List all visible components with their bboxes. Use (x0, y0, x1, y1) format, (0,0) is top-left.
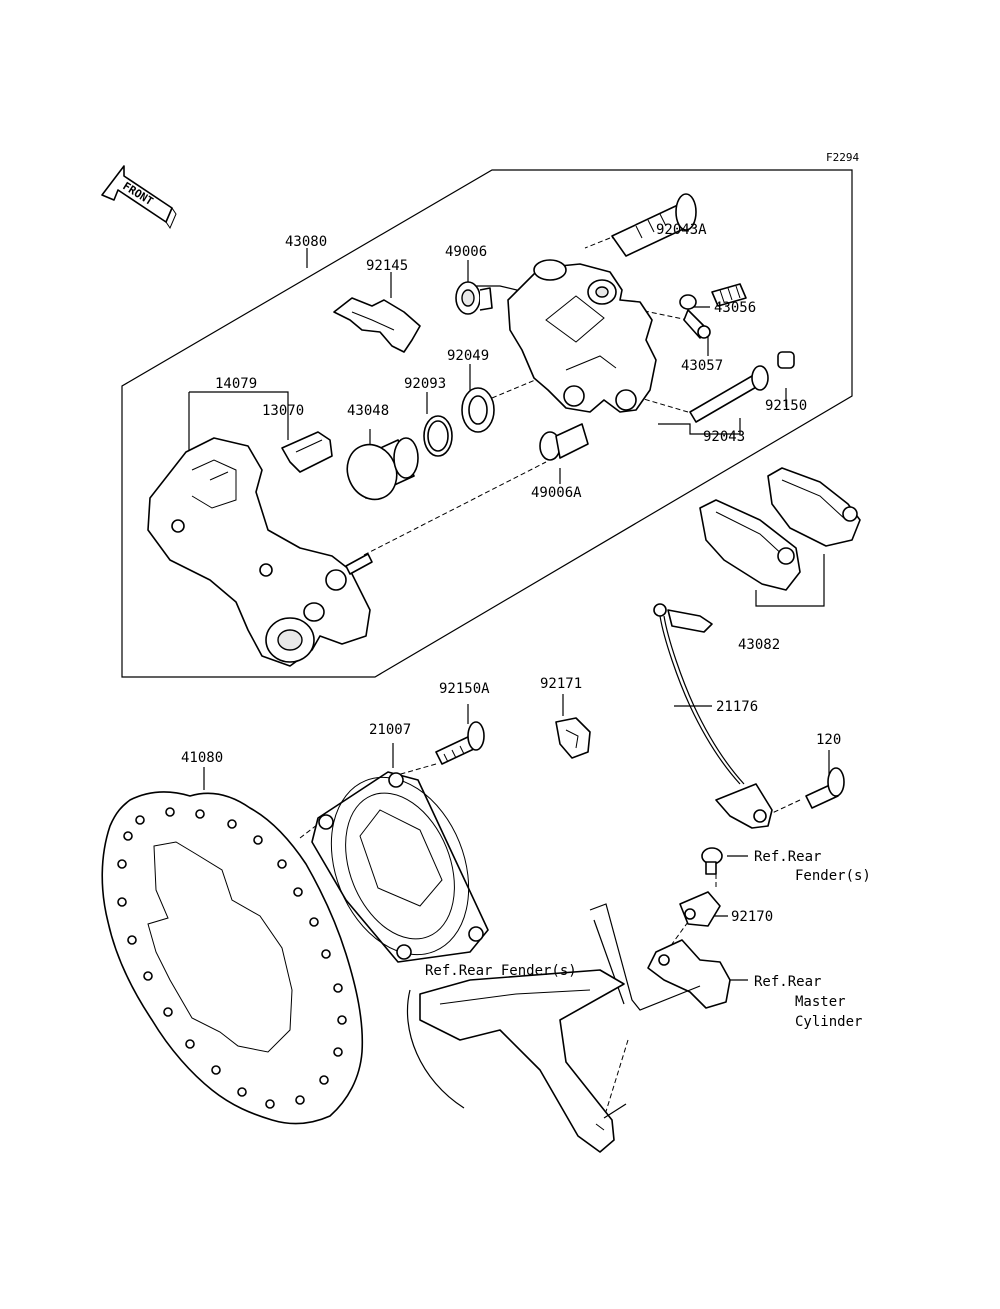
label-49006: 49006 (445, 244, 487, 260)
label-21176: 21176 (716, 699, 758, 715)
label-13070: 13070 (262, 403, 304, 419)
caliper-bracket-14079 (147, 437, 373, 667)
figure-code: F2294 (826, 151, 859, 164)
bleeder-43056 (711, 283, 747, 307)
front-arrow-icon: FRONT (101, 165, 177, 230)
label-43057: 43057 (681, 358, 723, 374)
fender-bolt (701, 847, 723, 875)
boot-49006A (539, 423, 589, 461)
label-92043A: 92043A (656, 222, 707, 238)
label-49006A: 49006A (531, 485, 582, 501)
label-92043: 92043 (703, 429, 745, 445)
clamp-92170 (679, 891, 721, 927)
seal-92049 (461, 387, 495, 433)
label-43082: 43082 (738, 637, 780, 653)
label-43056: 43056 (714, 300, 756, 316)
label-92145: 92145 (366, 258, 408, 274)
ref-rear-fender-right-line1: Ref.Rear (754, 849, 821, 865)
label-92093: 92093 (404, 376, 446, 392)
seal-92093 (423, 415, 453, 457)
bolt-92150A (435, 721, 485, 765)
ref-master-cylinder-line1: Ref.Rear (754, 974, 821, 990)
label-92170: 92170 (731, 909, 773, 925)
label-43080: 43080 (285, 234, 327, 250)
clamp-92171 (555, 717, 591, 759)
label-92150A: 92150A (439, 681, 490, 697)
piston-43048 (346, 437, 419, 501)
bleeder-cap-43057 (679, 294, 711, 339)
ref-master-cylinder-line2: Master (795, 994, 846, 1010)
bolt-92043 (689, 365, 769, 423)
caliper-body (507, 259, 657, 413)
label-92150: 92150 (765, 398, 807, 414)
boot-49006 (455, 281, 493, 315)
label-14079: 14079 (215, 376, 257, 392)
caliper-assembly-box (121, 169, 853, 678)
rear-fender (406, 969, 627, 1153)
label-92171: 92171 (540, 676, 582, 692)
brake-pads-43082 (699, 467, 861, 591)
ref-rear-fender-left: Ref.Rear Fender(s) (425, 963, 577, 979)
label-120: 120 (816, 732, 841, 748)
abs-rotor-21007 (311, 771, 489, 963)
label-43048: 43048 (347, 403, 389, 419)
master-cylinder-bracket (589, 903, 731, 1011)
pad-clip-13070 (281, 431, 333, 473)
disc-holes (117, 807, 347, 1109)
abs-sensor-21176 (653, 603, 773, 829)
cap-92150 (777, 351, 795, 369)
label-21007: 21007 (369, 722, 411, 738)
pin-92043A (611, 193, 697, 257)
label-92049: 92049 (447, 348, 489, 364)
ref-master-cylinder-line3: Cylinder (795, 1014, 862, 1030)
ref-rear-fender-right-line2: Fender(s) (795, 868, 871, 884)
brake-disc-41080 (101, 791, 364, 1125)
bolt-120 (805, 767, 845, 809)
pad-spring-92145 (333, 297, 421, 353)
label-41080: 41080 (181, 750, 223, 766)
